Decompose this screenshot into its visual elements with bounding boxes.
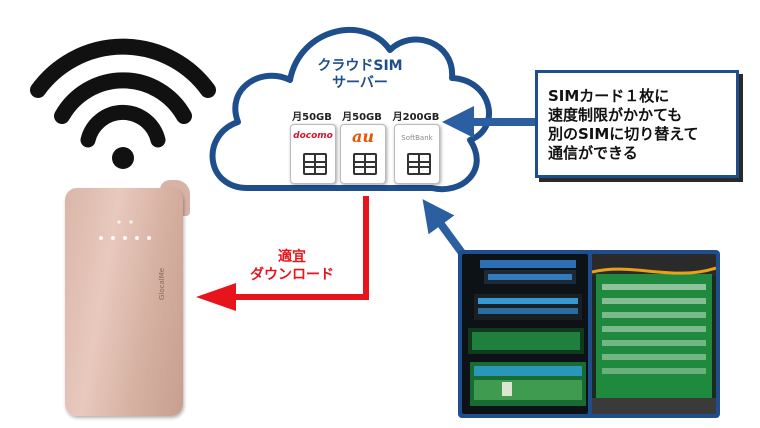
cloud-title-line1: クラウドSIM xyxy=(317,58,403,74)
callout-line-3: 別のSIMに切り替えて xyxy=(548,125,699,143)
callout-box: SIMカード１枚に 速度制限がかかても 別のSIMに切り替えて 通信ができる xyxy=(535,70,739,178)
cloud-title: クラウドSIM サーバー xyxy=(300,58,420,92)
cloud-title-line2: サーバー xyxy=(332,75,388,91)
callout-line-4: 通信ができる xyxy=(548,144,638,162)
callout-line-2: 速度制限がかかても xyxy=(548,106,683,124)
router-brand: GlocalMe xyxy=(158,267,166,300)
download-label: 適宜 ダウンロード xyxy=(232,248,352,284)
sim-chip-icon xyxy=(353,153,377,175)
sim-plan-docomo: 月50GB xyxy=(292,112,332,123)
server-photo-1 xyxy=(462,254,588,414)
sim-card-au: au xyxy=(340,124,386,184)
sim-server-rack-image xyxy=(462,254,588,414)
sim-plan-au: 月50GB xyxy=(342,112,382,123)
wifi-icon xyxy=(30,38,216,169)
sim-card-softbank: SoftBank xyxy=(394,124,440,184)
sim-chip-icon xyxy=(407,153,431,175)
carrier-docomo: docomo xyxy=(293,131,333,141)
server-photo-2 xyxy=(592,254,716,414)
download-label-line2: ダウンロード xyxy=(250,267,334,283)
carrier-softbank: SoftBank xyxy=(401,134,433,142)
download-arrow xyxy=(196,196,369,311)
carrier-au: au xyxy=(352,127,374,146)
mobile-router xyxy=(65,188,183,416)
sim-board-image xyxy=(592,254,716,414)
sim-plan-softbank: 月200GB xyxy=(392,112,440,123)
sim-chip-icon xyxy=(303,153,327,175)
router-led-row xyxy=(99,220,151,240)
callout-line-1: SIMカード１枚に xyxy=(548,87,670,105)
server-photos xyxy=(458,250,720,418)
sim-card-docomo: docomo xyxy=(290,124,336,184)
download-label-line1: 適宜 xyxy=(278,249,306,265)
